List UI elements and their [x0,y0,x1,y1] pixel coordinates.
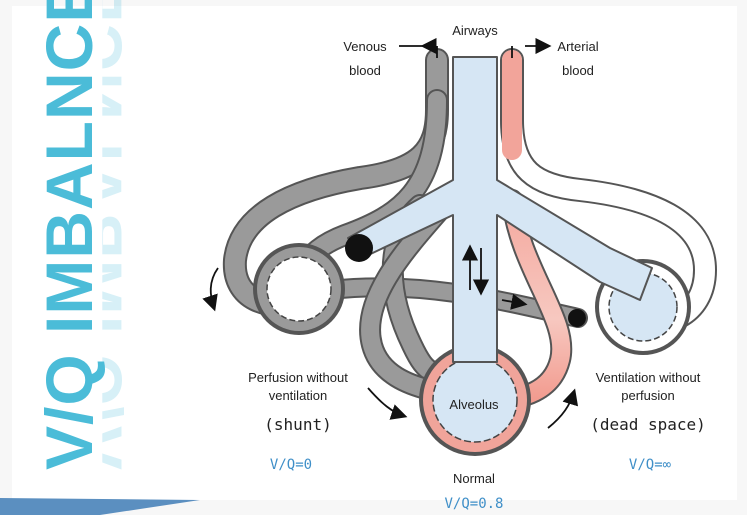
left-desc-line1: Perfusion without [248,370,348,385]
alveolus-left-shunt [253,243,345,335]
vessel-obstruction-dot [568,309,586,327]
center-left-arrow [368,388,404,416]
airways-label: Airways [452,23,498,38]
venous-label-line1: Venous [343,39,387,54]
airway-obstruction-dot [345,234,373,262]
left-ratio: V/Q=0 [270,457,312,473]
right-ratio: V/Q=∞ [629,457,672,473]
right-desc-line2: perfusion [621,388,674,403]
alveolus-label: Alveolus [449,397,499,412]
center-right-arrow [548,392,574,428]
venous-label-line2: blood [349,63,381,78]
center-ratio: V/Q=0.8 [444,496,503,512]
right-desc-line1: Ventilation without [596,370,701,385]
left-desc-line2: ventilation [269,388,328,403]
left-loop-arrow [211,268,218,308]
arterial-label-line2: blood [562,63,594,78]
center-desc: Normal [453,471,495,486]
right-term: (dead space) [590,415,706,434]
left-term: (shunt) [264,415,331,434]
arterial-label-line1: Arterial [557,39,598,54]
